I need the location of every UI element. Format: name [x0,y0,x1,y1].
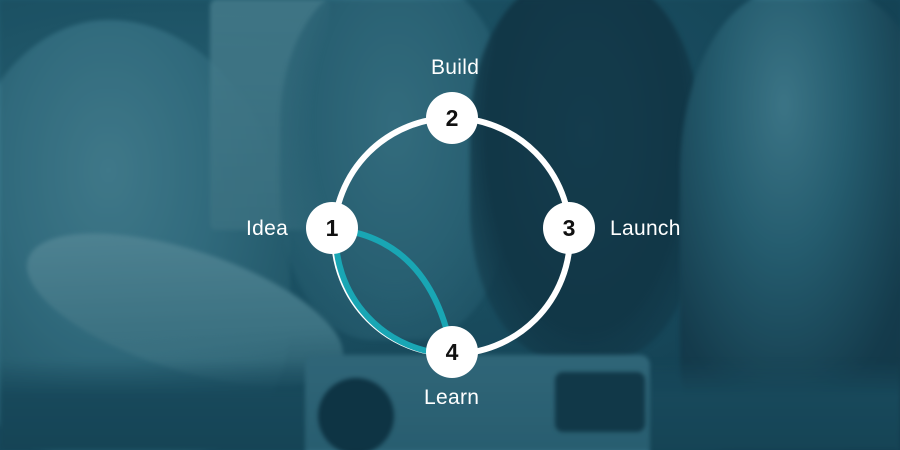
node-3-circle: 3 [543,202,595,254]
node-1-circle: 1 [306,202,358,254]
photo-person-right-center [470,0,700,360]
node-label-learn: Learn [424,386,480,409]
node-2-number: 2 [445,104,459,131]
photo-sticker [555,372,645,432]
node-label-build: Build [431,56,480,79]
node-2-circle: 2 [426,92,478,144]
photo-sticker [318,378,394,450]
node-4-circle: 4 [426,326,478,378]
node-1-number: 1 [325,214,339,241]
node-label-idea: Idea [246,217,289,240]
node-3-number: 3 [562,214,576,241]
node-4-number: 4 [445,338,459,365]
node-label-launch: Launch [610,217,681,240]
